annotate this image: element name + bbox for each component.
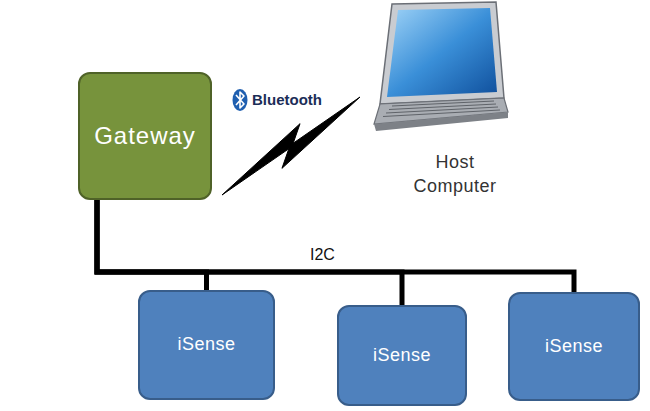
node-label: Gateway	[94, 123, 196, 149]
gateway-box: Gateway	[78, 72, 212, 200]
wireless-link	[222, 97, 360, 195]
device-label: Host Computer	[410, 150, 500, 199]
bluetooth-logo	[233, 89, 248, 111]
node-label: iSense	[545, 337, 603, 357]
node-label: iSense	[177, 335, 235, 355]
sensor-box: iSense	[337, 305, 467, 406]
bus-wire	[97, 200, 574, 292]
sensor-box: iSense	[138, 290, 275, 400]
host-computer: Host Computer	[370, 0, 510, 212]
caption-holder: Host Computer	[400, 150, 510, 199]
bus-label: I2C	[308, 246, 337, 264]
node-label: iSense	[373, 346, 431, 366]
protocol-label: Bluetooth	[250, 91, 324, 108]
bus-wire	[97, 200, 207, 290]
sensor-box: iSense	[508, 292, 640, 401]
